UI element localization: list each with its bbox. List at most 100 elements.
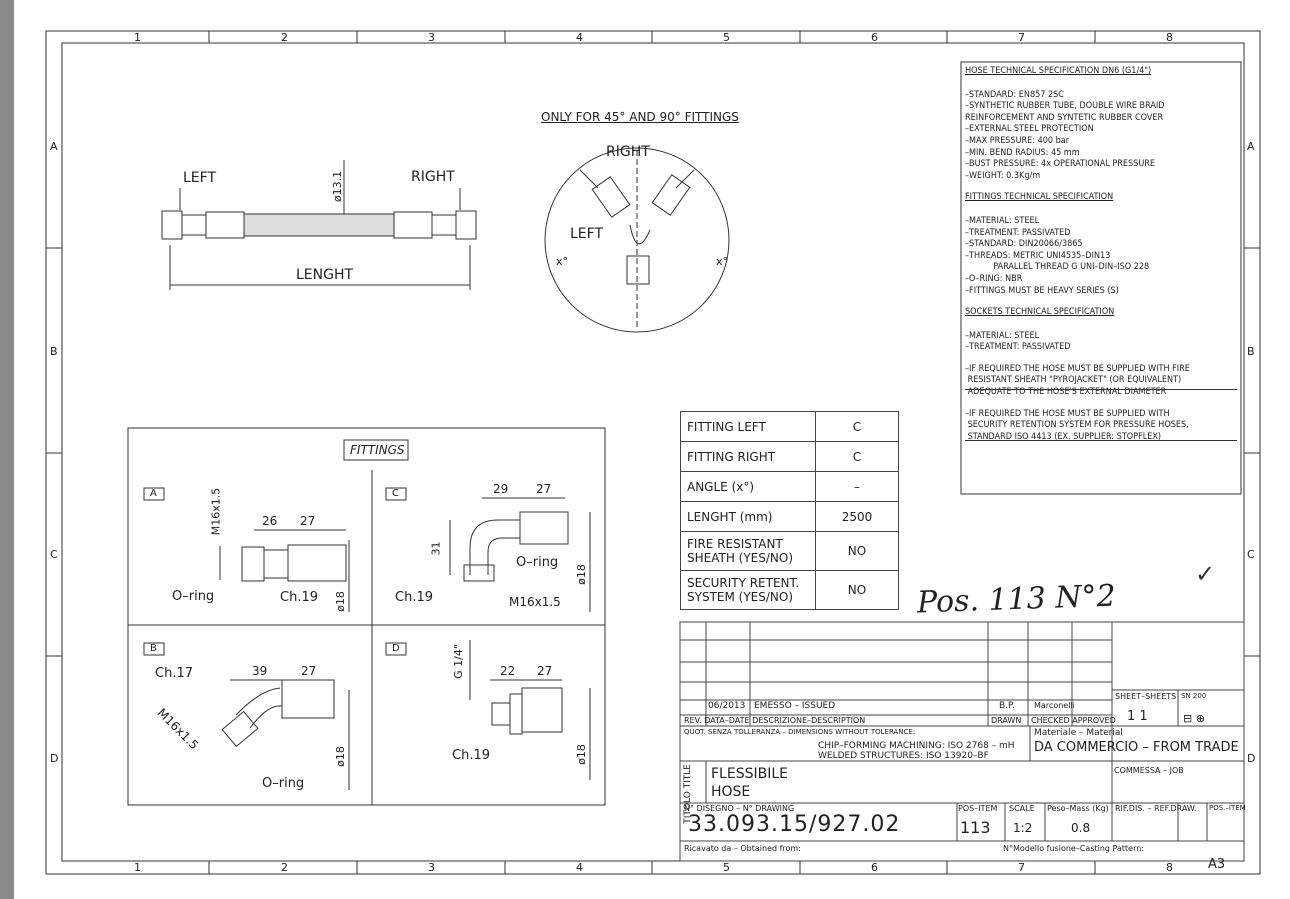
fitting-b-dim2: 27	[301, 664, 317, 678]
table-row: LENGHT (mm)2500	[680, 501, 899, 532]
spec-divider	[965, 440, 1237, 441]
fitting-b-oring: O–ring	[262, 776, 305, 791]
spec-hose-lines: –STANDARD: EN857 2SC –SYNTHETIC RUBBER T…	[965, 89, 1165, 181]
label-right: RIGHT	[411, 169, 455, 185]
col-7-bottom: 7	[1018, 861, 1025, 874]
tolerance-welded: WELDED STRUCTURES: ISO 13920–BF	[818, 751, 989, 761]
col-8-top: 8	[1166, 31, 1173, 44]
standard-header: SN 200	[1181, 692, 1207, 700]
mass-value: 0.8	[1071, 821, 1091, 835]
col-7-top: 7	[1018, 31, 1025, 44]
fitting-a-dim2: 27	[300, 514, 316, 528]
col-4-bottom: 4	[576, 861, 583, 874]
material-header: Materiale – Material	[1034, 728, 1123, 738]
angle-right: RIGHT	[606, 144, 650, 160]
col-8-bottom: 8	[1166, 861, 1173, 874]
fitting-a-dim1: 26	[262, 514, 278, 528]
fitting-c-oring: O–ring	[516, 555, 559, 570]
pos-value: 113	[960, 818, 991, 837]
fitting-b-dia: ø18	[333, 746, 347, 767]
row-c-left: C	[50, 548, 58, 561]
rev-description: EMESSO – ISSUED	[754, 701, 836, 711]
spec-divider	[965, 389, 1237, 390]
drawing-number: 33.093.15/927.02	[688, 812, 901, 837]
fitting-b-ch: Ch.17	[155, 666, 193, 681]
fitting-a-ch: Ch.19	[280, 590, 318, 605]
pos-header: POS–ITEM	[958, 804, 998, 813]
fitting-c-ch: Ch.19	[395, 590, 433, 605]
spec-note-retention: –IF REQUIRED THE HOSE MUST BE SUPPLIED W…	[965, 408, 1189, 442]
fitting-d-dim2: 27	[537, 664, 553, 678]
fitting-b-tag: B	[150, 643, 157, 654]
fitting-c-tag: C	[392, 488, 399, 499]
spec-note-fire: –IF REQUIRED THE HOSE MUST BE SUPPLIED W…	[965, 363, 1190, 398]
drawn-header: DRAWN	[991, 716, 1022, 725]
technical-specification: HOSE TECHNICAL SPECIFICATION DN6 (G1/4")…	[965, 66, 1237, 453]
ref-drawing-header: RIF.DIS. – REF.DRAW.	[1115, 804, 1197, 813]
drawing-no-header: N° DISEGNO – N° DRAWING	[684, 804, 795, 813]
label-lenght: LENGHT	[296, 267, 354, 283]
handwritten-position: Pos. 113 N°2	[916, 578, 1117, 621]
fitting-a-oring: O–ring	[172, 589, 215, 604]
rev-date: 06/2013	[708, 701, 746, 711]
rev-drawn: B.P.	[999, 701, 1015, 711]
title-line-1: FLESSIBILE	[711, 766, 788, 782]
pos-item-header: POS.–ITEM	[1209, 804, 1246, 812]
scale-value: 1:2	[1013, 821, 1033, 835]
col-1-bottom: 1	[134, 861, 141, 874]
fitting-d-thread: G 1/4"	[451, 644, 465, 679]
rev-checked: Marconelli	[1034, 701, 1075, 710]
col-6-bottom: 6	[871, 861, 878, 874]
table-row: SECURITY RETENT. SYSTEM (YES/NO)NO	[680, 570, 899, 610]
col-2-top: 2	[281, 31, 288, 44]
rev-header: REV. DATA–DATE DESCRIZIONE–DESCRIPTION	[684, 716, 866, 725]
angle-x-left: x°	[556, 255, 569, 268]
fitting-c-dim3: 31	[429, 541, 443, 556]
row-a-right: A	[1247, 140, 1255, 153]
left-scroll-strip	[0, 0, 14, 899]
title-line-2: HOSE	[711, 784, 751, 800]
checked-header: CHECKED APPROVED	[1031, 716, 1116, 725]
sheet-size: A3	[1208, 857, 1226, 872]
spec-fittings-title: FITTINGS TECHNICAL SPECIFICATION	[965, 192, 1114, 203]
projection-icon: ⊟ ⊕	[1183, 712, 1205, 725]
col-5-top: 5	[723, 31, 730, 44]
spec-sockets-lines: –MATERIAL: STEEL –TREATMENT: PASSIVATED	[965, 330, 1071, 353]
angle-note: ONLY FOR 45° AND 90° FITTINGS	[541, 110, 739, 124]
col-4-top: 4	[576, 31, 583, 44]
row-b-right: B	[1247, 345, 1255, 358]
tolerance-chip: CHIP–FORMING MACHINING: ISO 2768 – mH	[818, 741, 1015, 751]
angle-x-right: x°	[716, 255, 729, 268]
casting-pattern: N°Modello fusione–Casting Pattern:	[1003, 844, 1145, 853]
row-b-left: B	[50, 345, 58, 358]
fitting-d-dia: ø18	[574, 744, 588, 765]
label-diameter: ø13.1	[331, 170, 345, 203]
fitting-d-dim1: 22	[500, 664, 516, 678]
check-mark-icon: ✓	[1195, 560, 1216, 588]
fitting-c-dim2: 27	[536, 482, 552, 496]
obtained-from: Ricavato da – Obtained from:	[684, 844, 801, 853]
fitting-a-thread: M16x1.5	[209, 487, 223, 536]
col-6-top: 6	[871, 31, 878, 44]
spec-sockets-title: SOCKETS TECHNICAL SPECIFICATION	[965, 307, 1115, 318]
row-d-left: D	[50, 752, 59, 765]
tolerance-header: QUOT. SENZA TOLLERANZA – DIMENSIONS WITH…	[684, 728, 916, 736]
angle-left: LEFT	[570, 226, 604, 242]
col-3-bottom: 3	[428, 861, 435, 874]
fittings-title: FITTINGS	[350, 443, 405, 457]
sheet-header: SHEET–SHEETS	[1115, 692, 1177, 701]
row-c-right: C	[1247, 548, 1255, 561]
material-value: DA COMMERCIO – FROM TRADE	[1034, 740, 1239, 755]
spec-hose-title: HOSE TECHNICAL SPECIFICATION DN6 (G1/4")	[965, 66, 1152, 76]
label-left: LEFT	[183, 170, 217, 186]
fitting-d-tag: D	[392, 643, 400, 654]
fitting-a-tag: A	[150, 488, 157, 499]
fitting-a-dia: ø18	[333, 591, 347, 612]
col-5-bottom: 5	[723, 861, 730, 874]
fitting-c-thread: M16x1.5	[509, 595, 561, 609]
